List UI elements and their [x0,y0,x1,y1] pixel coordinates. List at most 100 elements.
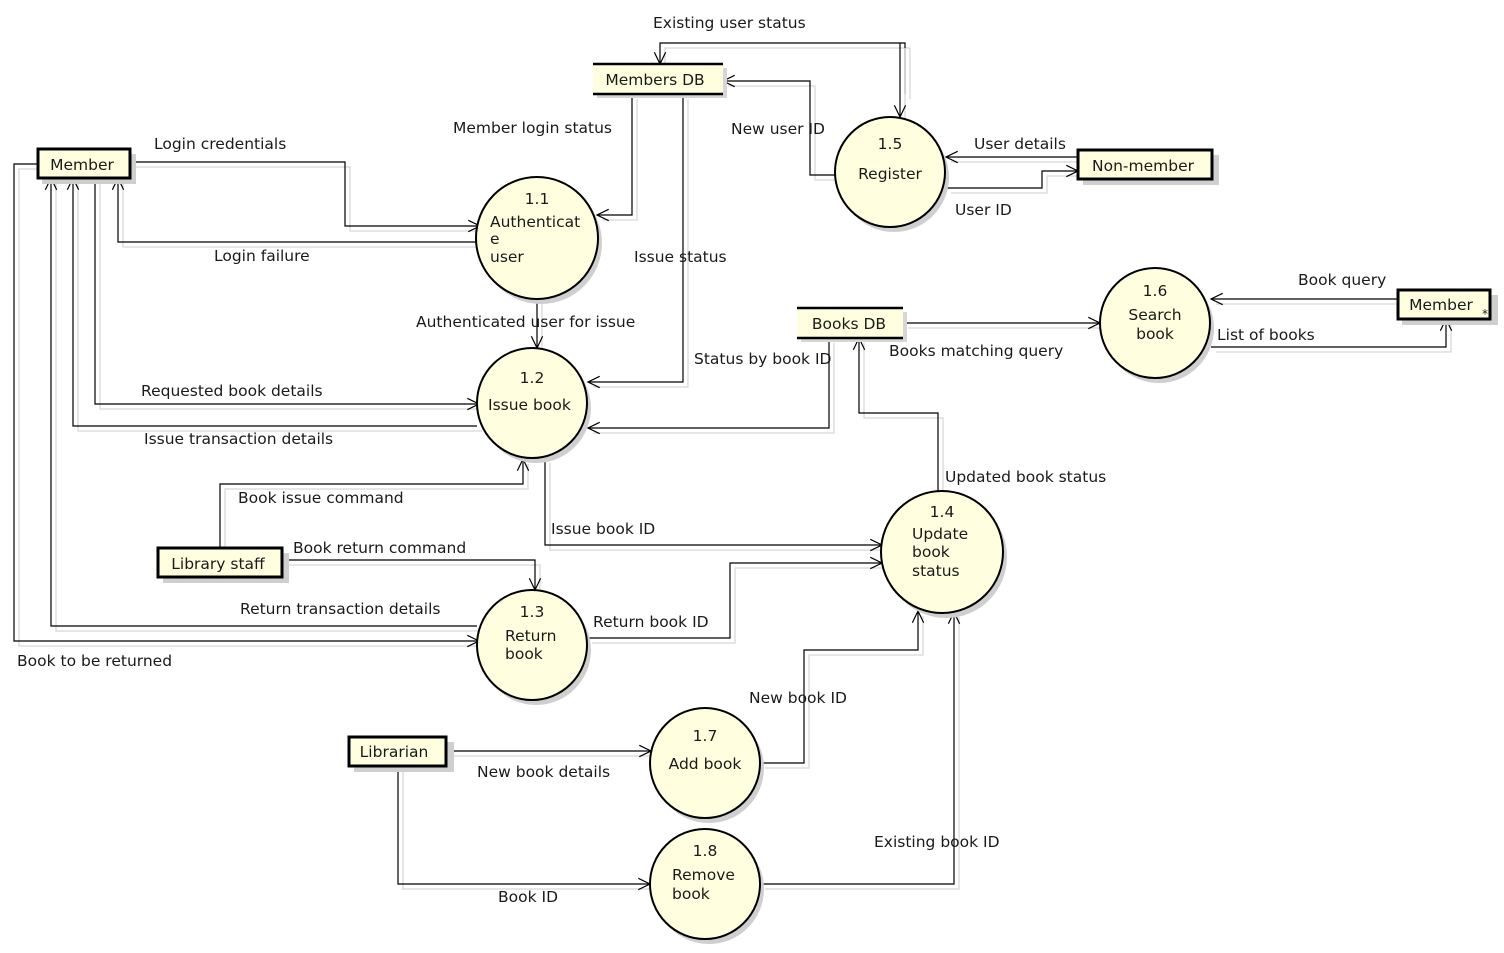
library-staff-label: Library staff [171,555,265,573]
member-search-label: Member [1409,296,1473,314]
flow-label: Books matching query [889,342,1063,360]
flow-issue-status [586,94,689,389]
flow-line [723,80,835,176]
flow-line [282,559,536,590]
flow-line [50,178,477,627]
flow-status-by-book-id [586,338,835,435]
librarian-label: Librarian [360,743,429,761]
entity-librarian[interactable]: Librarian [347,735,454,772]
arrowhead-icon [1209,292,1223,306]
flow-label: User ID [955,201,1012,219]
flow-shadow [602,99,638,221]
process-name-line: Authenticat [490,213,580,231]
flow-member-login-status [595,94,638,222]
flow-existing-user-status-out [893,43,907,122]
flow-line [117,178,477,243]
process-name-line: e [490,230,500,248]
books-db-label: Books DB [812,315,886,333]
members-db-label: Members DB [605,71,704,89]
flow-shadow [593,343,835,434]
flow-label: Issue transaction details [144,430,333,448]
data-store-books-db[interactable]: Books DB [797,306,907,342]
flow-line [760,612,955,885]
flow-label: Book query [1298,271,1386,289]
process-name-line: book [1136,325,1174,343]
flow-line [544,458,882,546]
process-name-line: status [912,562,960,580]
flow-shadow [18,168,484,647]
arrowhead-icon [586,421,600,435]
flow-label: Authenticated user for issue [416,313,635,331]
flow-shadow [55,183,482,632]
process-circle [476,347,588,459]
arrowhead-icon [586,375,600,389]
flow-shadow [1216,324,1452,353]
process-number: 1.3 [520,603,545,621]
flow-shadow [99,183,484,410]
flow-line [219,459,524,548]
arrowhead-icon [595,208,609,222]
flow-label: New user ID [731,120,825,138]
member-label: Member [50,156,114,174]
flow-label: Return book ID [593,613,709,631]
duplicate-marker: * [1482,307,1488,321]
flow-label: Login failure [214,247,310,265]
flow-line [587,562,882,639]
flow-label: Login credentials [154,135,286,153]
flow-shadow [549,463,887,551]
flow-shadow [765,616,924,769]
flow-line [588,338,830,429]
flow-label: Book return command [293,539,466,557]
entity-member-search[interactable]: Member * [1396,288,1498,325]
entity-member[interactable]: Member [36,147,136,184]
flow-label: Issue book ID [551,520,655,538]
flow-shadow [592,567,887,644]
process-number: 1.6 [1143,282,1168,300]
flow-labels: Existing user status Member login status… [17,14,1386,906]
flow-line [597,94,633,216]
flow-shadow [863,343,944,496]
flow-new-book-details [446,744,656,758]
entity-library-staff[interactable]: Library staff [156,546,289,583]
flow-book-return-command [282,559,542,595]
flow-requested-book-details [94,178,484,411]
flow-label: Book issue command [238,489,404,507]
process-number: 1.5 [878,135,903,153]
flow-line [72,178,477,427]
process-number: 1.2 [520,369,545,387]
flow-shadow [122,183,482,248]
non-member-label: Non-member [1092,157,1195,175]
process-name-line: book [505,645,543,663]
flow-shadow [593,99,689,388]
flow-books-matching-query [903,316,1105,330]
process-circle [834,116,946,228]
process-number: 1.7 [693,727,718,745]
process-circle [475,176,599,300]
flow-line [94,178,479,405]
process-circle [880,490,1004,614]
flow-line [760,611,919,764]
flow-shadow [224,464,529,553]
process-name-line: Issue book [488,396,571,414]
flow-user-id [946,164,1083,194]
flow-book-query [1209,292,1403,306]
flow-label: Existing book ID [874,833,1000,851]
entity-non-member[interactable]: Non-member [1076,148,1219,185]
data-store-members-db[interactable]: Members DB [593,62,727,98]
process-circle [1099,267,1211,379]
flow-lines [13,42,1453,891]
process-name-line: Register [858,165,922,183]
process-name-line: Search [1128,306,1181,324]
flow-label: Issue status [634,248,727,266]
process-name-line: user [490,248,524,266]
process-number: 1.1 [525,190,550,208]
